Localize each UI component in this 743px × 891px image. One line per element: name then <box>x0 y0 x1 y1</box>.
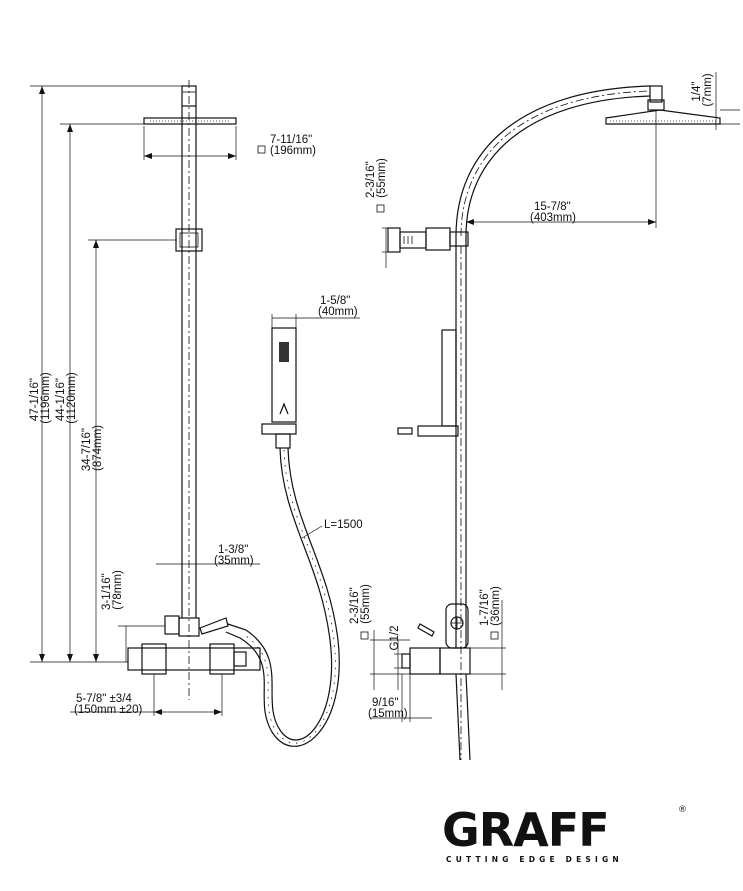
dim-valve-square-imperial: 1-7/16" <box>479 589 491 626</box>
svg-text:44-1/16" (1120mm): 44-1/16" (1120mm) <box>55 372 78 424</box>
svg-text:34-7/16" (874mm): 34-7/16" (874mm) <box>81 425 104 471</box>
dim-overall-height-metric: (1196mm) <box>40 372 52 424</box>
square-symbol <box>376 204 385 213</box>
square-symbol <box>360 631 369 640</box>
dim-inlet-thread: G1/2 <box>389 626 401 651</box>
hand-shower <box>261 314 360 449</box>
front-dimensions <box>30 85 260 716</box>
dim-valve-body-imperial: 2-3/16" <box>349 587 361 624</box>
front-view <box>127 80 261 700</box>
shower-hose <box>225 447 340 747</box>
dim-centers-metric: (150mm ±20) <box>74 704 142 716</box>
dim-handshower-width-imperial: 1-5/8" <box>320 295 350 307</box>
dim-pipe-diameter-metric: (35mm) <box>214 555 254 567</box>
dim-wall-bracket-metric: (55mm) <box>376 158 388 198</box>
dim-hose-length: L=1500 <box>324 519 363 531</box>
dim-valve-height-metric: (78mm) <box>112 570 124 610</box>
dim-overall-height-imperial: 47-1/16" <box>29 378 41 421</box>
side-curved-arm <box>455 85 651 237</box>
dim-valve-square-metric: (36mm) <box>490 586 502 626</box>
svg-text:1-7/16" (36mm): 1-7/16" (36mm) <box>479 586 502 626</box>
svg-text:1/4" (7mm): 1/4" (7mm) <box>691 73 714 106</box>
dim-slider-height-imperial: 34-7/16" <box>81 428 93 471</box>
dim-inlet-depth-imperial: 9/16" <box>372 697 398 709</box>
svg-text:2-3/16" (55mm): 2-3/16" (55mm) <box>349 584 372 624</box>
dim-valve-body-metric: (55mm) <box>360 584 372 624</box>
dim-head-height-imperial: 44-1/16" <box>55 378 67 421</box>
dim-arm-reach-metric: (403mm) <box>530 212 576 224</box>
graff-logo: GRAFF ® CUTTING EDGE DESIGN <box>442 803 687 864</box>
dim-handshower-width-metric: (40mm) <box>318 306 358 318</box>
dim-centers-imperial: 5-7/8" ±3/4 <box>76 693 132 705</box>
spray-nozzles <box>279 342 289 362</box>
front-thermostatic-valve <box>127 647 261 671</box>
front-shower-head <box>143 117 237 125</box>
dim-wall-bracket-imperial: 2-3/16" <box>365 161 377 198</box>
side-dimensions <box>370 72 740 722</box>
side-view <box>387 85 721 761</box>
dim-valve-height-imperial: 3-1/16" <box>101 573 113 610</box>
dim-head-height-metric: (1120mm) <box>66 372 78 424</box>
brand-name: GRAFF <box>442 803 609 857</box>
svg-text:47-1/16" (1196mm): 47-1/16" (1196mm) <box>29 372 52 424</box>
dim-arm-reach-imperial: 15-7/8" <box>534 201 571 213</box>
square-symbol <box>490 631 499 640</box>
front-lever <box>199 617 229 635</box>
dim-inlet-depth-metric: (15mm) <box>368 708 408 720</box>
square-symbol <box>257 145 266 154</box>
svg-text:3-1/16" (78mm): 3-1/16" (78mm) <box>101 570 124 610</box>
dim-head-width-imperial: 7-11/16" <box>270 134 312 146</box>
side-shower-head <box>605 109 721 125</box>
side-wall-bracket <box>387 227 401 253</box>
dim-pipe-diameter-imperial: 1-3/8" <box>218 544 248 556</box>
dim-head-width-metric: (196mm) <box>270 145 316 157</box>
side-slider <box>441 329 457 427</box>
hand-shower-body <box>271 327 297 423</box>
dim-head-thickness-metric: (7mm) <box>702 73 714 106</box>
dim-head-thickness-imperial: 1/4" <box>691 82 703 102</box>
brand-tagline: CUTTING EDGE DESIGN <box>446 855 623 864</box>
registered-mark: ® <box>678 805 687 815</box>
svg-text:2-3/16" (55mm): 2-3/16" (55mm) <box>365 158 388 198</box>
dim-slider-height-metric: (874mm) <box>92 425 104 471</box>
